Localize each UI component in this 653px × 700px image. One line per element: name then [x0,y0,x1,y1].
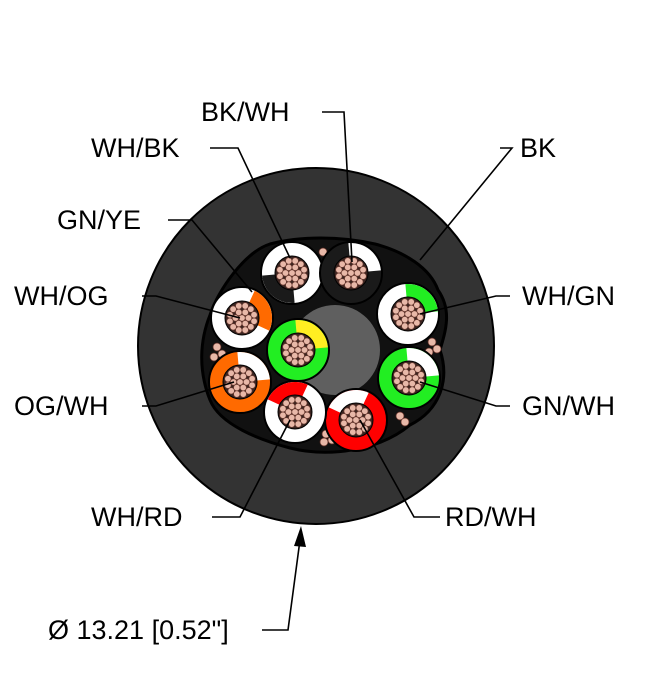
leader-lines [142,111,514,518]
label-wh-bk: WH/BK [91,133,180,163]
label-diameter: Ø 13.21 [0.52"] [48,615,229,645]
diameter-arrow [262,526,306,631]
conductor-og-wh [208,350,272,414]
label-wh-og: WH/OG [14,281,109,311]
conductor-bk-wh [319,241,383,305]
label-bk: BK [520,133,556,163]
label-gn-ye: GN/YE [57,205,141,235]
label-wh-rd: WH/RD [91,502,182,532]
conductor-wh-gn [376,282,440,346]
label-gn-wh: GN/WH [522,391,615,421]
conductor-gn-ye [266,318,330,382]
label-rd-wh: RD/WH [445,502,536,532]
label-wh-gn: WH/GN [522,281,615,311]
label-og-wh: OG/WH [14,391,109,421]
conductor-rd-wh [324,388,388,452]
label-bk-wh: BK/WH [201,97,290,127]
conductor-gn-wh [377,346,441,410]
conductor-wh-og [210,286,274,350]
conductor-wh-rd [263,380,327,444]
conductor-wh-bk [260,241,324,305]
